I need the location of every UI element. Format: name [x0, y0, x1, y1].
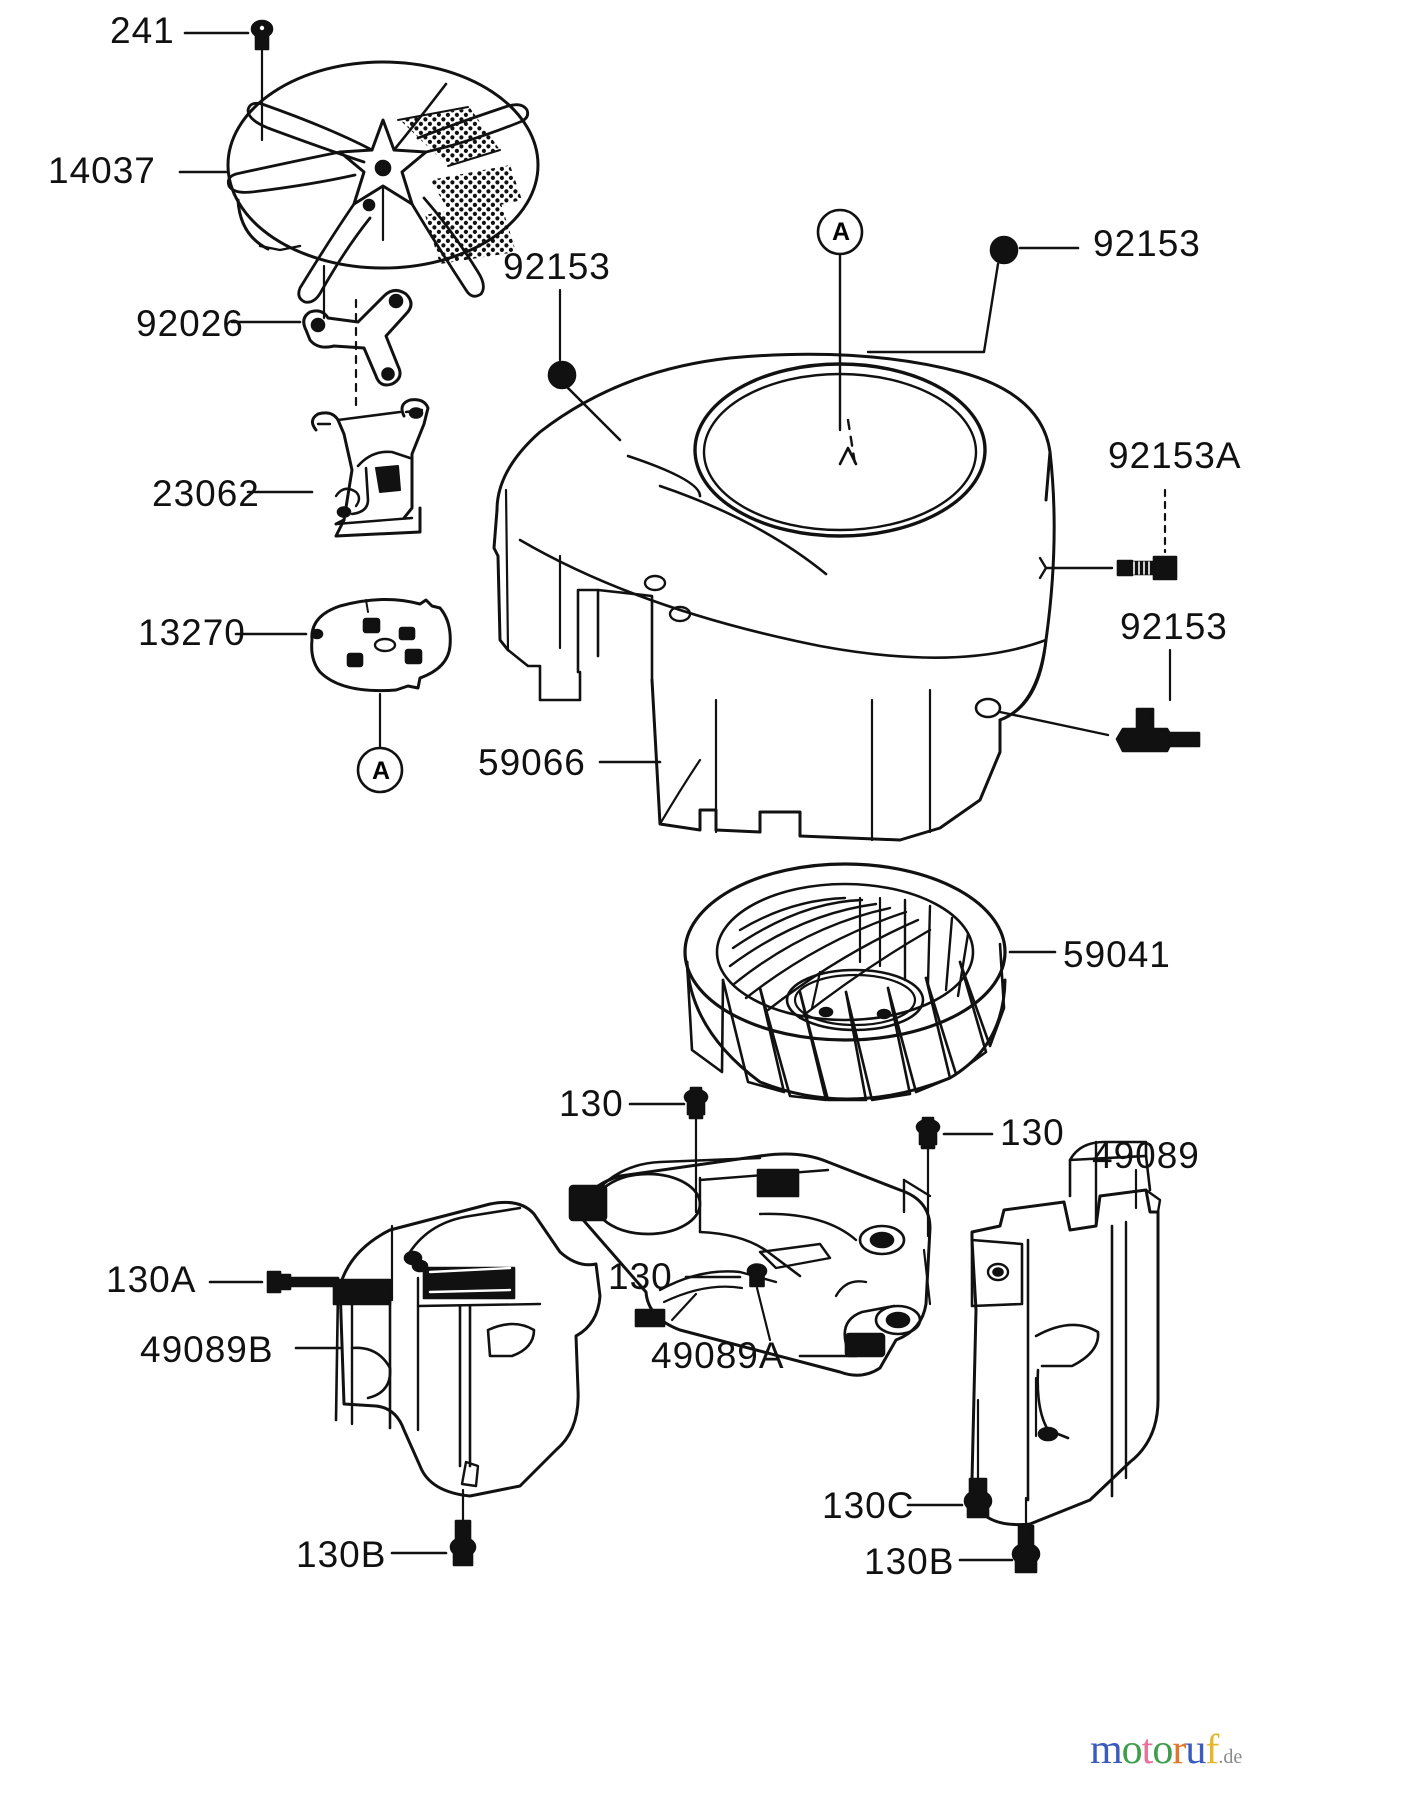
label-130-right: 130 — [1000, 1112, 1065, 1153]
label-130-top: 130 — [559, 1083, 624, 1124]
wm-letter-t: t — [1141, 1727, 1154, 1773]
wm-suffix: .de — [1218, 1746, 1243, 1768]
part-23062-bracket — [311, 398, 430, 538]
callout-A-left — [356, 746, 404, 794]
label-130B-left: 130B — [296, 1534, 387, 1575]
label-49089B: 49089B — [140, 1329, 274, 1370]
label-241: 241 — [110, 10, 175, 51]
wm-letter-f: f — [1205, 1727, 1219, 1773]
label-92153A: 92153A — [1108, 435, 1242, 476]
part-92153-bolt-a — [547, 360, 577, 390]
callout-label-a-top: A — [832, 218, 851, 246]
part-49089-shroud-right — [970, 1140, 1162, 1527]
wm-letter-u: u — [1185, 1727, 1206, 1773]
part-241-bolt — [250, 19, 274, 51]
part-130-bolt-top — [683, 1086, 709, 1120]
part-130B-bolt-left — [449, 1519, 477, 1567]
label-13270: 13270 — [138, 612, 246, 653]
part-49089A-shroud-center — [568, 1152, 932, 1377]
part-92153A-bolt — [1116, 555, 1178, 581]
label-92026: 92026 — [136, 303, 244, 344]
wm-letter-m: m — [1090, 1727, 1123, 1773]
part-130B-bolt-right — [1011, 1524, 1041, 1574]
label-49089: 49089 — [1092, 1135, 1200, 1176]
wm-letter-r: r — [1172, 1727, 1186, 1773]
label-92153-c: 92153 — [1120, 606, 1228, 647]
label-23062: 23062 — [152, 473, 260, 514]
label-130C: 130C — [822, 1485, 915, 1526]
label-49089A: 49089A — [651, 1335, 785, 1376]
part-92153-bolt-b — [989, 235, 1019, 265]
part-130A-bolt — [266, 1270, 340, 1294]
part-14037-fan-screen — [226, 60, 540, 304]
label-59066: 59066 — [478, 742, 586, 783]
label-92153-b: 92153 — [1093, 223, 1201, 264]
part-59041-cooling-fan — [683, 862, 1007, 1102]
part-13270-plate — [310, 598, 452, 693]
label-14037: 14037 — [48, 150, 156, 191]
callout-label-a-left: A — [372, 757, 391, 785]
label-130A: 130A — [106, 1259, 197, 1300]
part-130-bolt-right — [915, 1116, 941, 1150]
motoruf-watermark: motoruf.de — [1090, 1726, 1242, 1774]
part-130C-bolt — [963, 1477, 993, 1519]
part-92153-bolt-c — [1115, 707, 1201, 753]
label-130-mid: 130 — [608, 1256, 673, 1297]
label-92153-a: 92153 — [503, 246, 611, 287]
wm-letter-o1: o — [1121, 1727, 1143, 1773]
label-130B-right: 130B — [864, 1541, 955, 1582]
part-59066-fan-housing — [492, 352, 1056, 842]
part-92026-spacer — [302, 289, 413, 387]
label-59041: 59041 — [1063, 934, 1171, 975]
part-49089B-shroud-left — [332, 1200, 602, 1498]
wm-letter-o2: o — [1152, 1727, 1173, 1773]
